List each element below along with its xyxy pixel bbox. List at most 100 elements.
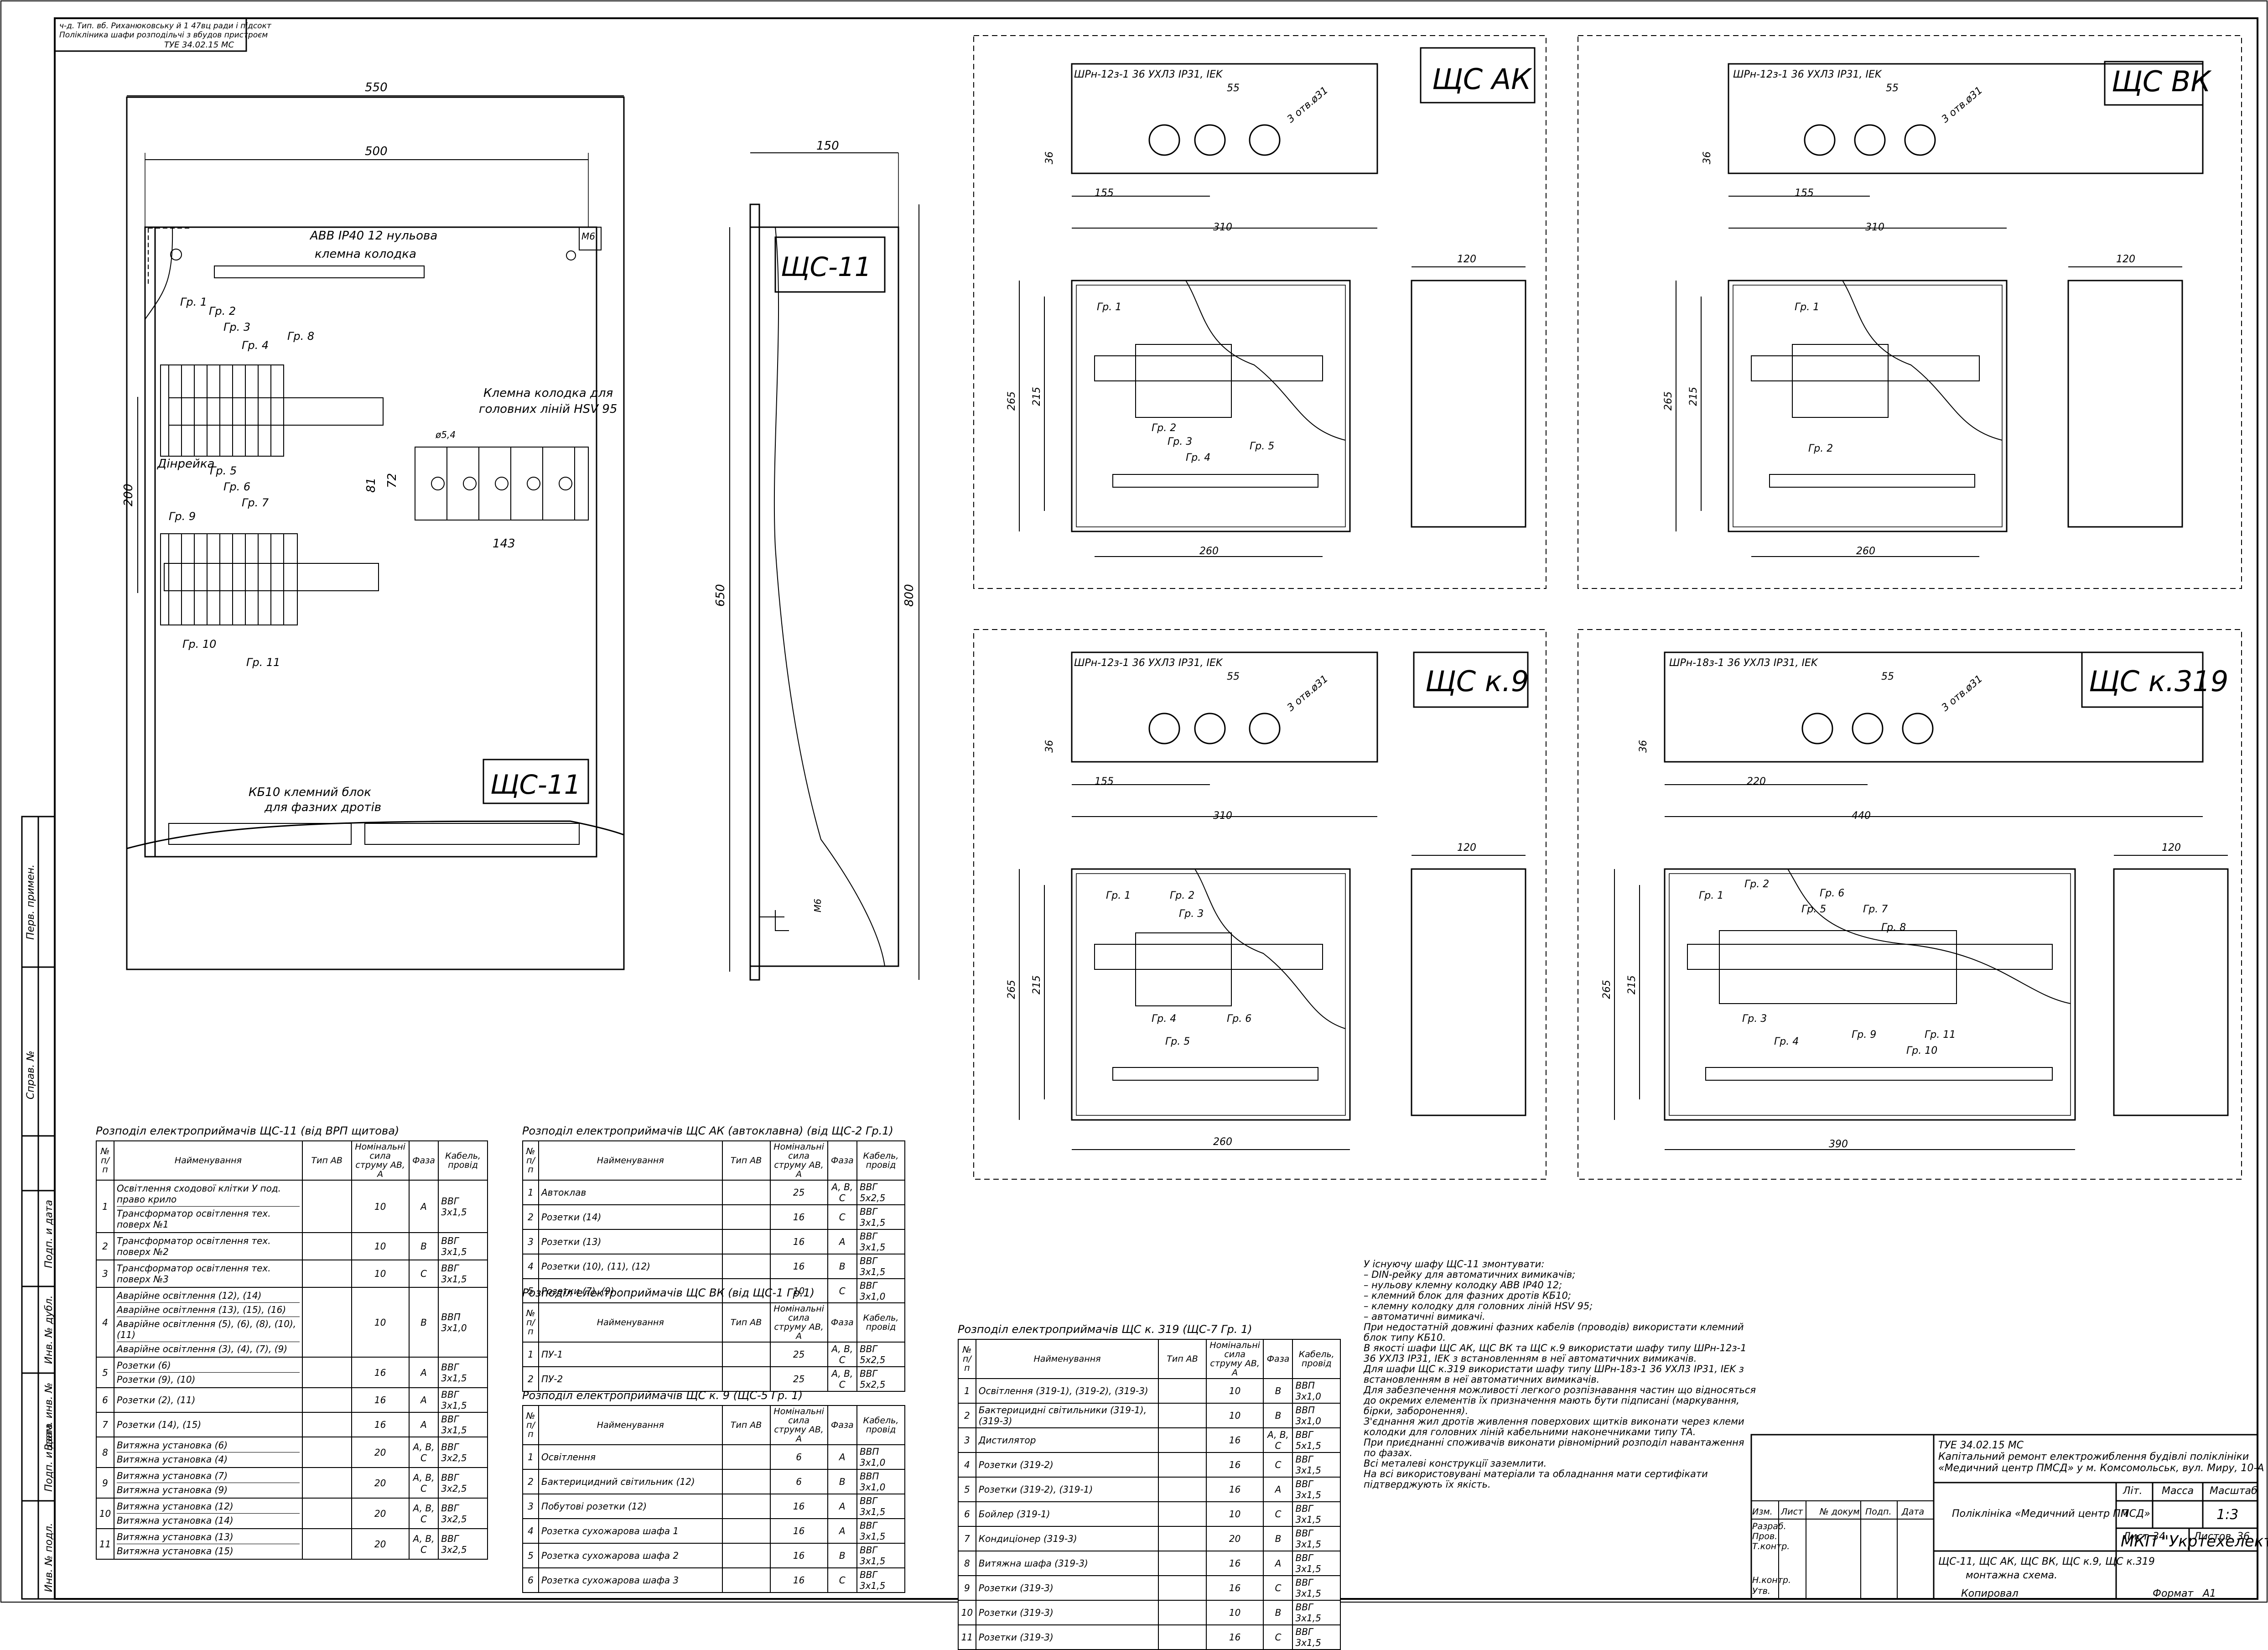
cell-name: Освітлення	[538, 1444, 723, 1470]
header-phase: Фаза	[827, 1405, 857, 1445]
svg-text:Лист: Лист	[1780, 1507, 1803, 1517]
svg-text:«Медичний центр ПМСД» у м. Ком: «Медичний центр ПМСД» у м. Комсомольськ,…	[1938, 1463, 2264, 1474]
cell-name: Бактерицидний світильник (12)	[538, 1469, 723, 1494]
svg-text:Гр. 1: Гр. 1	[180, 296, 207, 308]
cell-cable: ВВГ 5х1,5	[1292, 1427, 1341, 1453]
cell-name-line: Розетки (2), (11)	[117, 1395, 196, 1405]
svg-text:3 отв.ø31: 3 отв.ø31	[1285, 673, 1330, 714]
svg-text:72: 72	[385, 473, 399, 488]
cell-cable: ВВП 3х1,0	[438, 1287, 488, 1358]
cell-name-line: Трансформатор освітлення тех. поверх №2	[117, 1235, 271, 1257]
drawing-sheet: Перв. примен. Справ. № Подп. и дата Инв.…	[0, 0, 2268, 1603]
panel-shs-k9-labels: ШРн-12з-1 36 УХЛ3 IP31, IEK ЩС к.9 55 3 …	[1006, 657, 1529, 1148]
svg-text:ШРн-18з-1 36 УХЛ3 IP31, IEK: ШРн-18з-1 36 УХЛ3 IP31, IEK	[1669, 657, 1818, 669]
cell-phase: C	[827, 1204, 857, 1230]
cell-current: 16	[1205, 1427, 1264, 1453]
cell-type	[721, 1254, 771, 1279]
svg-text:310: 310	[1865, 222, 1884, 233]
margin-label: Справ. №	[25, 1051, 36, 1099]
svg-text:Гр. 6: Гр. 6	[1820, 888, 1844, 899]
cell-type	[301, 1387, 352, 1413]
svg-text:650: 650	[714, 584, 727, 607]
cell-current: 20	[351, 1528, 410, 1560]
cell-current: 16	[769, 1494, 828, 1519]
cell-type	[301, 1528, 352, 1560]
table2-title: Розподіл електроприймачів ЩС АК (автокла…	[522, 1124, 893, 1137]
svg-text:36: 36	[1044, 151, 1055, 164]
note-line: З'єднання жил дротів живлення поверхових…	[1364, 1416, 1744, 1437]
svg-text:ø5,4: ø5,4	[435, 429, 456, 440]
svg-text:Гр. 4: Гр. 4	[1152, 1013, 1176, 1025]
note-line: В якості шафи ЩС АК, ЩС ВК та ЩС к.9 вик…	[1364, 1343, 1747, 1364]
svg-text:Гр. 1: Гр. 1	[1699, 890, 1723, 901]
cell-type	[1158, 1624, 1207, 1650]
cell-type	[721, 1543, 771, 1568]
cell-name-line: Аварійне освітлення (5), (6), (8), (10),…	[117, 1317, 300, 1342]
cell-name: Побутові розетки (12)	[538, 1494, 723, 1519]
cell-current: 20	[351, 1498, 410, 1529]
table3-title: Розподіл електроприймачів ЩС ВК (від ЩС-…	[522, 1286, 815, 1299]
header-type: Тип АВ	[721, 1405, 771, 1445]
note-line: Для шафи ЩС к.319 використати шафу типу …	[1364, 1364, 1744, 1385]
cell-type	[721, 1229, 771, 1254]
svg-text:Гр. 4: Гр. 4	[1186, 452, 1210, 463]
cell-cable: ВВГ 3х1,0	[856, 1278, 906, 1304]
svg-text:ЩС к.319: ЩС к.319	[2089, 665, 2228, 698]
header-current: Номінальні сила струму АВ, А	[351, 1140, 410, 1181]
cell-num: 8	[95, 1437, 115, 1468]
svg-text:1:3: 1:3	[2216, 1507, 2238, 1523]
cell-num: 5	[522, 1543, 539, 1568]
header-name: Найменування	[538, 1405, 723, 1445]
svg-text:Гр. 1: Гр. 1	[1097, 302, 1121, 313]
svg-text:ТУЕ 34.02.15 МС: ТУЕ 34.02.15 МС	[1938, 1440, 2024, 1451]
svg-text:Утв.: Утв.	[1752, 1586, 1770, 1596]
cell-cable: ВВГ 3х1,5	[856, 1254, 906, 1279]
note-line: На всі використовувані матеріали та обла…	[1364, 1468, 1708, 1490]
cell-num: 1	[522, 1180, 539, 1205]
cell-type	[301, 1437, 352, 1468]
cell-name: Розетки (14), (15)	[114, 1412, 303, 1437]
svg-text:Гр. 2: Гр. 2	[209, 305, 236, 318]
svg-text:Гр. 5: Гр. 5	[210, 464, 237, 477]
note-line: – DIN-рейку для автоматичних вимикачів;	[1364, 1269, 1576, 1280]
cell-phase: B	[1263, 1600, 1293, 1625]
cell-num: 1	[522, 1444, 539, 1470]
cell-type	[721, 1494, 771, 1519]
cell-type	[721, 1444, 771, 1470]
cell-num: 6	[522, 1567, 539, 1593]
cell-cable: ВВП 3х1,0	[1292, 1403, 1341, 1428]
svg-text:Н.контр.: Н.контр.	[1752, 1575, 1791, 1585]
cell-cable: ВВГ 3х1,5	[1292, 1501, 1341, 1527]
svg-text:Лист: Лист	[2123, 1531, 2149, 1542]
cell-name: Розетка сухожарова шафа 3	[538, 1567, 723, 1593]
cell-num: 3	[958, 1427, 976, 1453]
cell-name-line: Аварійне освітлення (13), (15), (16)	[117, 1302, 300, 1317]
cell-cable: ВВГ 3х1,5	[438, 1180, 488, 1233]
cell-name-line: Витяжна установка (9)	[117, 1483, 300, 1497]
cell-phase: A, B, C	[408, 1437, 439, 1468]
cell-name-line: Витяжна установка (14)	[117, 1513, 300, 1527]
note-line: Всі металеві конструкції заземлити.	[1364, 1458, 1547, 1469]
svg-text:Гр. 1: Гр. 1	[1106, 890, 1131, 901]
table1-title: Розподіл електроприймачів ЩС-11 (від ВРП…	[96, 1124, 400, 1137]
cell-name: Розетки (319-3)	[975, 1600, 1159, 1625]
breaker-poles	[168, 365, 575, 625]
cell-num: 1	[522, 1342, 539, 1367]
svg-text:ШРн-12з-1 36 УХЛ3 IP31, IEK: ШРн-12з-1 36 УХЛ3 IP31, IEK	[1074, 69, 1223, 80]
cell-type	[301, 1180, 352, 1233]
cell-name-line: Витяжна установка (12)	[117, 1501, 234, 1512]
cell-num: 7	[95, 1412, 115, 1437]
svg-text:215: 215	[1626, 975, 1638, 994]
cell-name: Розетки (13)	[538, 1229, 723, 1254]
cell-type	[1158, 1575, 1207, 1601]
